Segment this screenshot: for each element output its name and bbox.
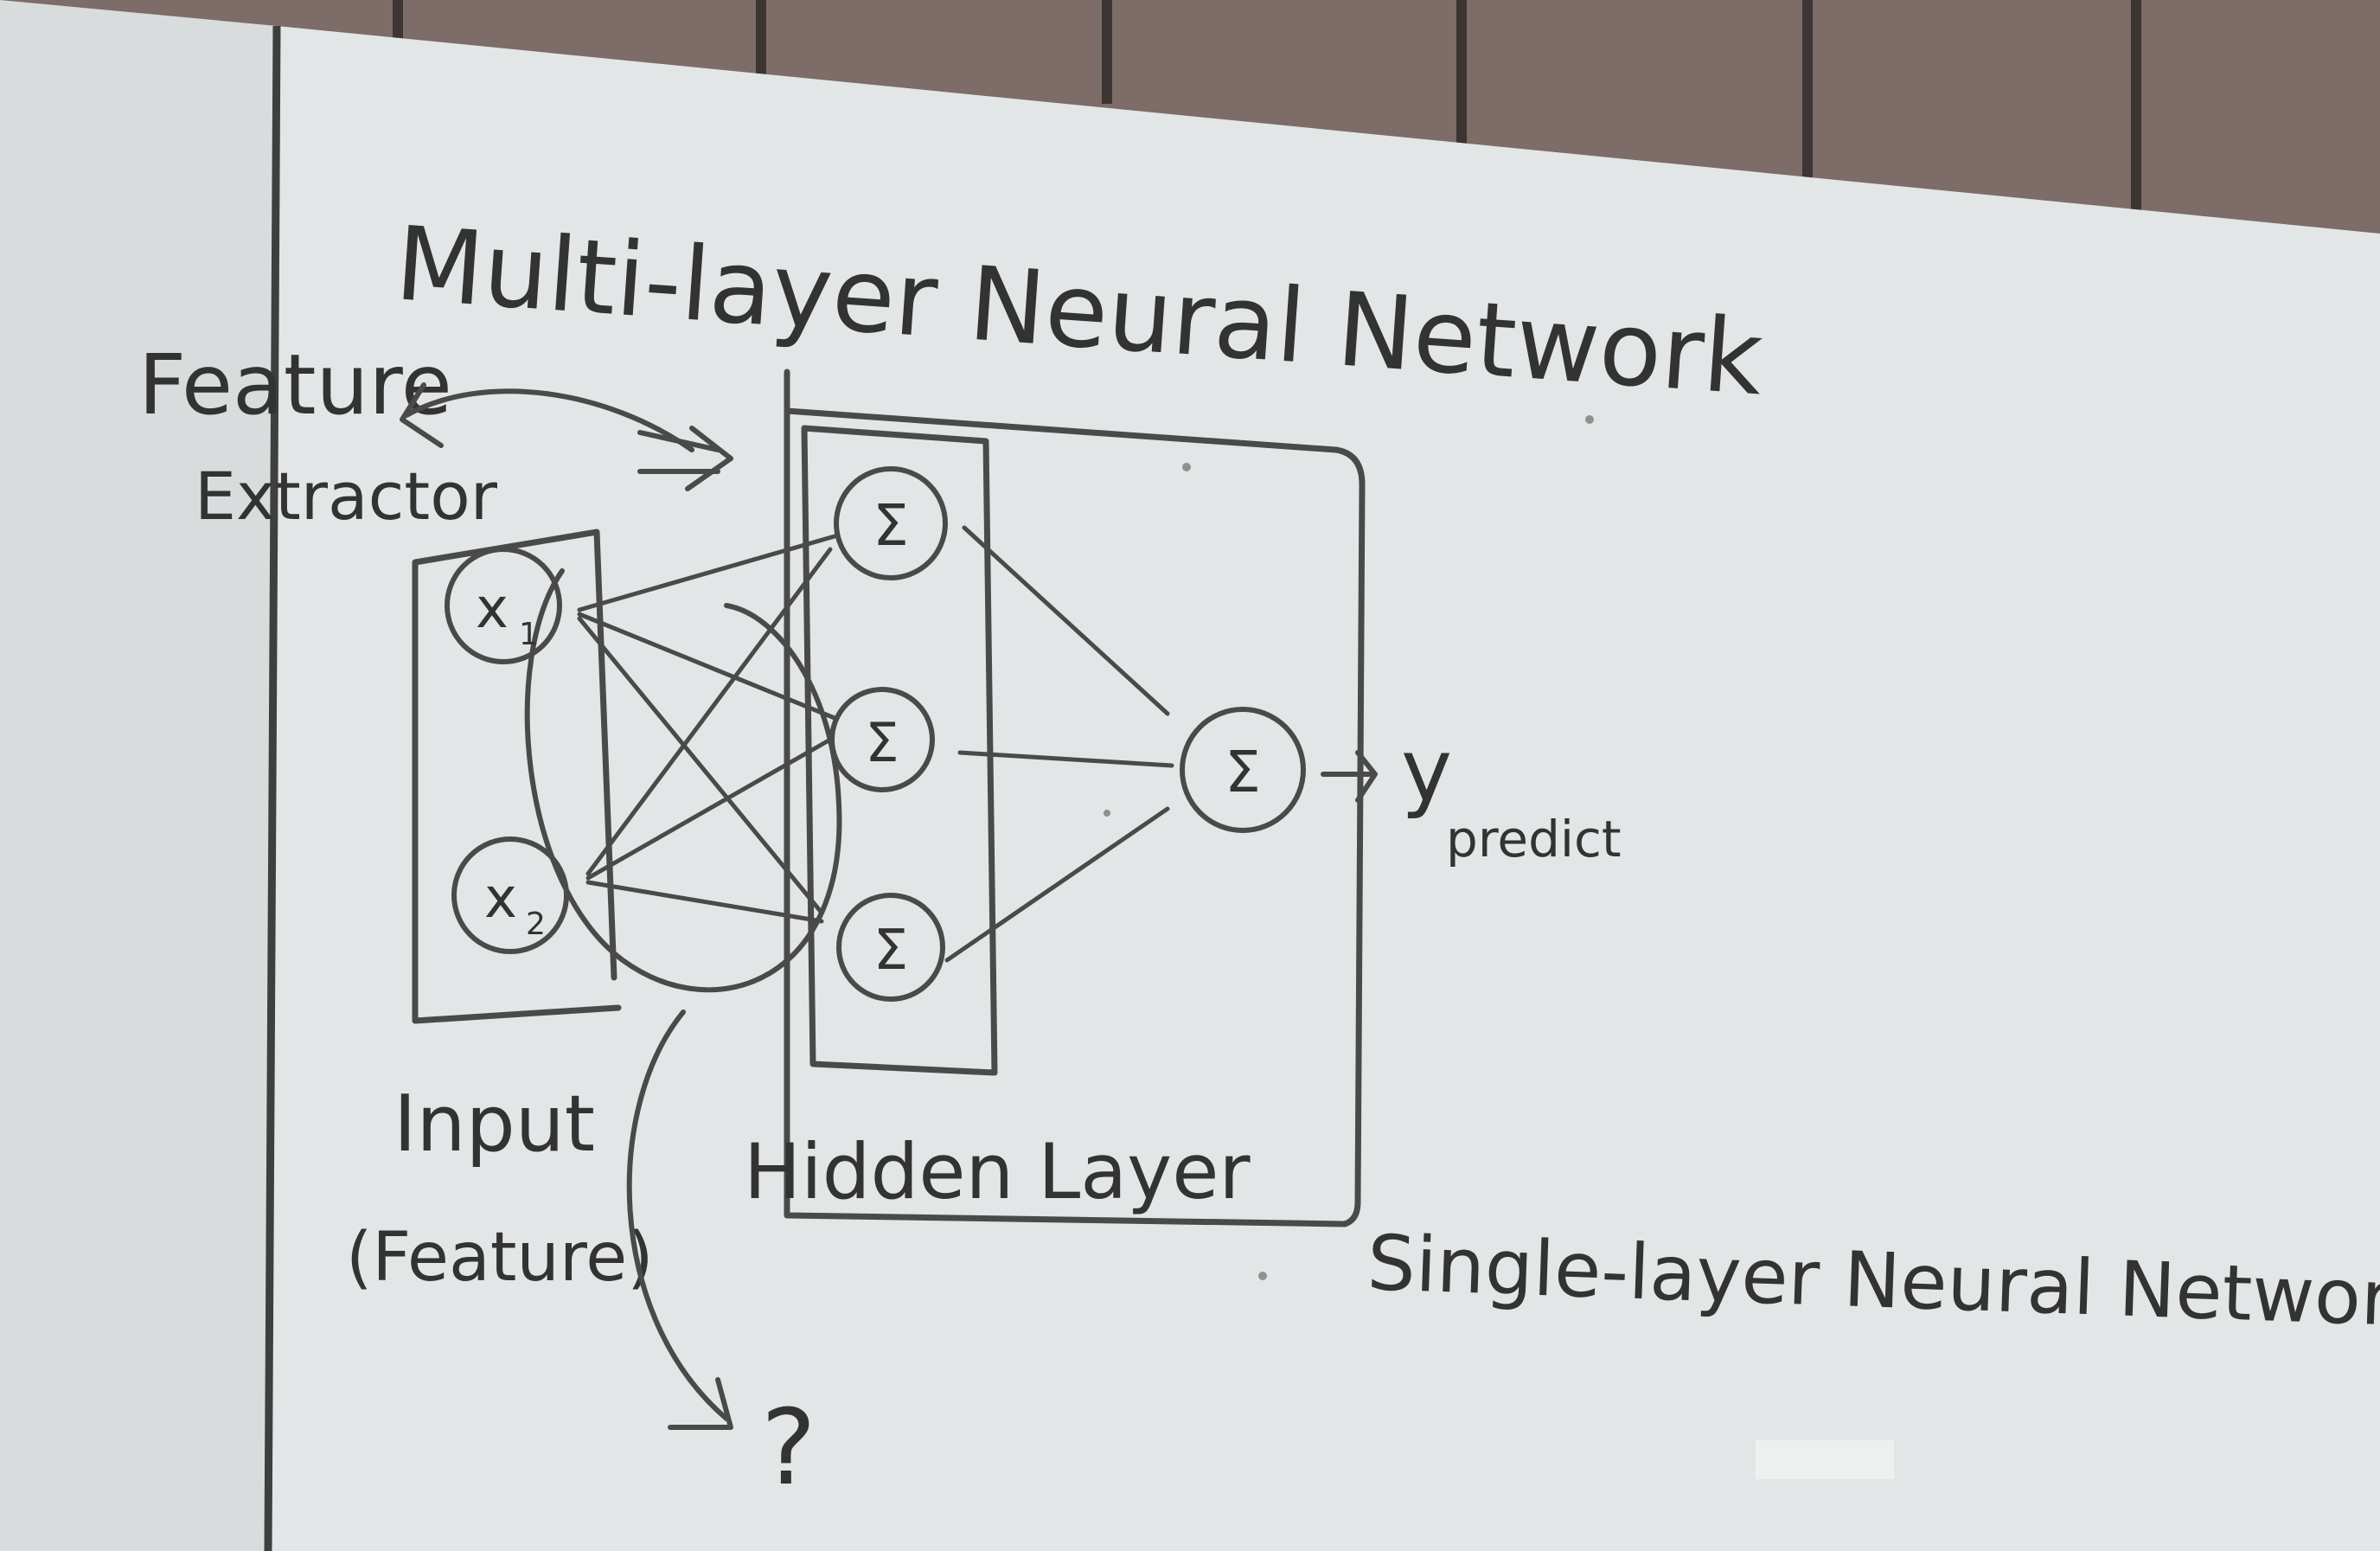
input-node-x2-label: x: [484, 867, 517, 931]
question-arrow: [626, 1009, 733, 1430]
extractor-loop: [524, 568, 842, 993]
hidden-node-1-label: Σ: [873, 492, 909, 559]
hidden-node-3-label: Σ: [873, 919, 908, 983]
feature-extractor-arrow: [400, 382, 733, 491]
input-feature-label: (Feature): [346, 1219, 654, 1297]
whiteboard-main-panel: [268, 26, 2380, 1551]
input-hidden-connections: [577, 534, 837, 924]
input-node-x1-label: x: [476, 577, 509, 641]
input-node-x1: x 1: [445, 547, 562, 664]
input-node-x2-sub: 2: [526, 907, 546, 942]
single-layer-box: [784, 369, 1366, 1227]
whiteboard-left-panel: [0, 0, 277, 1551]
feature-extractor-label-line1: Feature: [138, 336, 452, 433]
hidden-layer-box: [801, 425, 998, 1076]
hidden-node-3: Σ: [836, 893, 945, 1002]
output-arrow: [1321, 750, 1378, 803]
whiteboard-divider: [264, 25, 281, 1551]
hidden-node-2: Σ: [829, 687, 935, 792]
hidden-node-2-label: Σ: [865, 711, 899, 774]
input-node-x2: x 2: [451, 836, 569, 954]
input-layer-box: [412, 529, 622, 1024]
board-smudges: [1104, 415, 1594, 1280]
y-predict-subscript: predict: [1446, 810, 1622, 868]
hidden-layer-label: Hidden Layer: [744, 1127, 1251, 1216]
y-predict-label: y: [1401, 720, 1452, 821]
question-label: ?: [761, 1388, 816, 1509]
output-node: Σ: [1180, 707, 1306, 833]
feature-extractor-label-line2: Extractor: [195, 458, 498, 535]
brick-mortar-lines: [393, 0, 2141, 216]
output-node-label: Σ: [1225, 739, 1261, 805]
eraser-smudge: [1756, 1440, 1894, 1479]
input-label: Input: [393, 1079, 595, 1170]
input-node-x1-sub: 1: [519, 617, 539, 652]
hidden-node-1: Σ: [834, 466, 948, 580]
hidden-output-connections: [944, 525, 1174, 963]
